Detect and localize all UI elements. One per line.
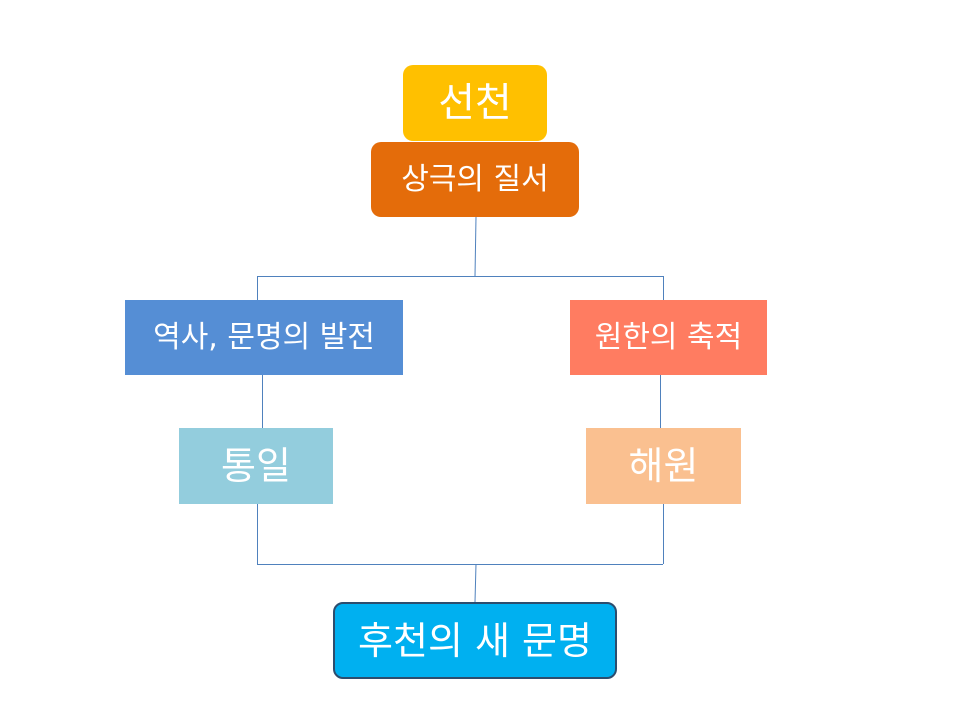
- node-grudge-accumulation: 원한의 축적: [570, 300, 767, 375]
- node-history-civilization-development: 역사, 문명의 발전: [125, 300, 403, 375]
- node-haewon-label: 해원: [628, 444, 699, 488]
- node-sanggeuk-order: 상극의 질서: [371, 142, 579, 217]
- node-seoncheon: 선천: [403, 65, 547, 141]
- node-unity-label: 통일: [221, 444, 291, 488]
- connector-bottom-stem: [474, 563, 477, 603]
- node-grudge-label: 원한의 축적: [594, 319, 743, 355]
- node-seoncheon-label: 선천: [438, 80, 512, 126]
- node-unity: 통일: [179, 428, 333, 504]
- node-new-civilization: 후천의 새 문명: [333, 602, 617, 679]
- node-haewon: 해원: [586, 428, 741, 504]
- node-new-civilization-label: 후천의 새 문명: [358, 618, 592, 663]
- connector-top-stem: [474, 216, 477, 277]
- node-sanggeuk-order-label: 상극의 질서: [401, 161, 549, 197]
- node-history-label: 역사, 문명의 발전: [153, 319, 375, 355]
